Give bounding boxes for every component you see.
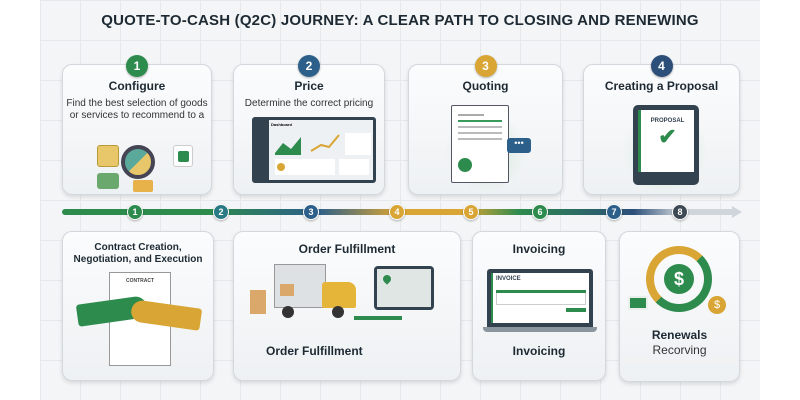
magnifier-icon	[121, 145, 155, 179]
checkmark-icon: ✔	[658, 124, 677, 149]
renewal-cycle-icon	[646, 246, 712, 312]
shopping-bag-icon	[173, 145, 193, 167]
page-title: QUOTE-TO-CASH (Q2C) JOURNEY: A CLEAR PAT…	[101, 12, 699, 29]
step-card-contract: Contract Creation, Negotiation, and Exec…	[62, 231, 214, 381]
timeline-node: 1	[127, 204, 143, 220]
timeline-node: 5	[463, 204, 479, 220]
proposal-label: PROPOSAL	[650, 118, 685, 124]
step-badge: 2	[298, 55, 320, 77]
cash-icon	[628, 296, 648, 310]
step-title: Quoting	[462, 79, 509, 93]
step-card-price: 2 Price Determine the correct pricing Da…	[233, 55, 385, 195]
step-title: Renewals	[651, 328, 708, 342]
truck-icon	[97, 173, 119, 189]
contract-label: CONTRACT	[125, 278, 155, 284]
map-navigation-icon	[374, 266, 434, 310]
timeline-node: 8	[672, 204, 688, 220]
step-card-invoicing: Invoicing INVOICE Invoicing	[472, 231, 606, 381]
step-title: Price	[294, 79, 324, 93]
chat-bubble-icon: •••	[507, 138, 531, 153]
chart-icon	[275, 133, 371, 175]
timeline-node: 2	[213, 204, 229, 220]
timeline-node: 7	[606, 204, 622, 220]
step-caption: Order Fulfillment	[266, 344, 363, 358]
step-card-configure: 1 Configure Find the best selection of g…	[62, 55, 212, 195]
step-title: Configure	[108, 79, 166, 93]
product-box-icon	[97, 145, 119, 167]
gold-coin-icon: $	[708, 296, 726, 314]
package-icon	[133, 180, 153, 192]
dashboard-label: Dashboard	[271, 122, 292, 127]
step-title: Invoicing	[512, 242, 566, 256]
step-caption: Recorving	[652, 343, 707, 357]
delivery-truck-icon	[250, 264, 366, 324]
timeline-node: 4	[389, 204, 405, 220]
tablet-proposal-icon: PROPOSAL ✔	[633, 105, 699, 185]
step-badge: 1	[126, 55, 148, 77]
map-pin-icon	[381, 273, 393, 285]
timeline-arrow-icon	[732, 206, 742, 218]
quote-document-icon	[451, 105, 509, 183]
invoice-label: INVOICE	[496, 276, 521, 282]
step-card-order-fulfillment: Order Fulfillment Order Fulfillment	[233, 231, 461, 381]
pricing-dashboard-image: Dashboard	[252, 117, 376, 183]
check-icon	[458, 158, 472, 172]
step-description: Find the best selection of goods or serv…	[66, 98, 208, 121]
step-title: Creating a Proposal	[604, 79, 719, 93]
dollar-coin-icon: $	[664, 264, 694, 294]
step-badge: 3	[474, 55, 497, 77]
timeline-node: 6	[532, 204, 548, 220]
laptop-invoice-icon: INVOICE	[483, 269, 597, 333]
step-card-renewals: $ $ Renewals Recorving	[619, 231, 740, 382]
step-card-proposal: 4 Creating a Proposal PROPOSAL ✔	[583, 55, 740, 195]
step-card-quoting: 3 Quoting •••	[408, 55, 563, 195]
step-caption: Invoicing	[512, 344, 566, 358]
route-arrow-icon	[354, 316, 402, 320]
step-title: Order Fulfillment	[298, 242, 396, 256]
step-title: Contract Creation, Negotiation, and Exec…	[73, 242, 203, 265]
step-description: Determine the correct pricing	[244, 98, 374, 109]
timeline-node: 3	[303, 204, 319, 220]
handshake-icon	[75, 295, 203, 331]
step-badge: 4	[650, 55, 673, 77]
